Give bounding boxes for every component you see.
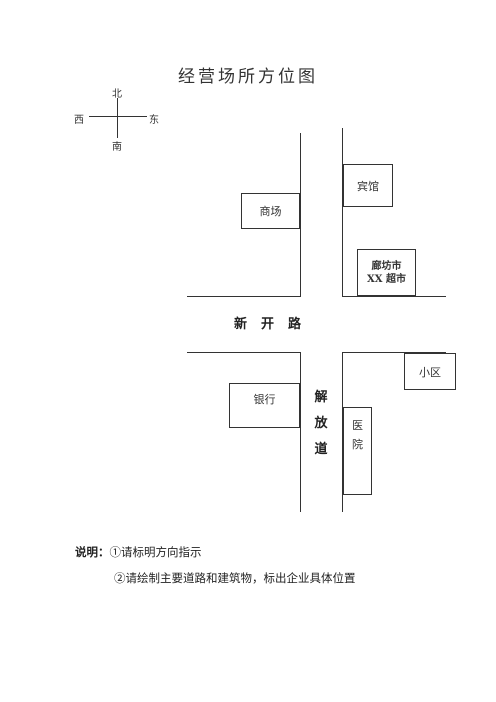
residential-label: 小区 [419, 365, 441, 379]
supermarket-label-line1: 廊坊市 [371, 260, 402, 272]
road-edge-se-vertical [342, 352, 343, 512]
road-edge-ne-vertical [342, 128, 343, 297]
xinkai-road-label: 新开路 [234, 317, 316, 332]
jiefang-road-char2: 放 [314, 416, 328, 431]
road-edge-nw-horizontal [187, 296, 301, 297]
road-edge-se-horizontal [342, 352, 446, 353]
jiefang-road-char3: 道 [314, 442, 328, 457]
compass-vertical-line [117, 98, 118, 138]
hospital-label-char2: 院 [352, 438, 363, 451]
page-title: 经营场所方位图 [178, 67, 318, 87]
compass-east-label: 东 [149, 115, 159, 126]
supermarket-label-line2: XX 超市 [367, 273, 406, 285]
bank-building: 银行 [229, 383, 300, 428]
hotel-building: 宾馆 [343, 164, 393, 207]
compass-icon: 北 西 东 南 [60, 84, 170, 153]
jiefang-road-char1: 解 [314, 390, 328, 405]
supermarket-building: 廊坊市 XX 超市 [357, 249, 416, 296]
compass-horizontal-line [89, 116, 147, 117]
residential-building: 小区 [404, 353, 456, 390]
road-edge-nw-vertical [300, 133, 301, 297]
bank-label: 银行 [253, 393, 276, 406]
road-edge-ne-horizontal [342, 296, 446, 297]
notes-item-2: ②请绘制主要道路和建筑物，标出企业具体位置 [114, 571, 356, 585]
hospital-label-char1: 医 [352, 419, 363, 432]
hotel-label: 宾馆 [357, 179, 379, 193]
compass-north-label: 北 [112, 89, 122, 100]
notes-item-1: ①请标明方向指示 [109, 545, 202, 559]
mall-label: 商场 [259, 205, 282, 218]
notes-item-2-line: ②请绘制主要道路和建筑物，标出企业具体位置 [114, 570, 356, 586]
compass-west-label: 西 [74, 115, 84, 126]
road-edge-sw-vertical [300, 352, 301, 512]
notes-section: 说明：①请标明方向指示 [75, 544, 202, 560]
notes-label: 说明： [75, 545, 110, 559]
road-edge-sw-horizontal [187, 352, 301, 353]
mall-building: 商场 [241, 193, 300, 229]
jiefang-road-label: 解 放 道 [313, 385, 329, 463]
compass-south-label: 南 [112, 142, 122, 153]
hospital-building: 医 院 [343, 407, 372, 495]
